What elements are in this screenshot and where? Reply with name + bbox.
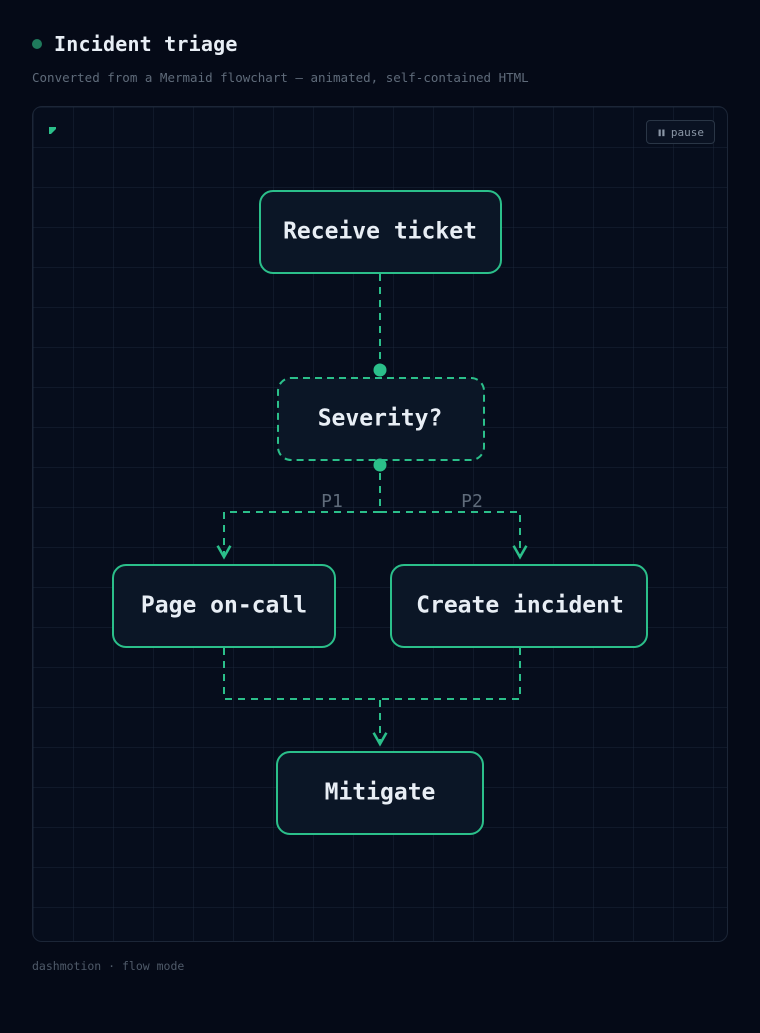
pause-button[interactable]: ❚❚ pause <box>646 120 715 144</box>
diagram-panel: ❚❚ pause P1 P2 Receive ticket Severity? … <box>32 106 728 942</box>
node-label-mitigate: Mitigate <box>325 780 436 806</box>
node-label-create: Create incident <box>416 593 624 619</box>
edge-severity-to-page <box>216 460 381 560</box>
edge-label-p2: P2 <box>461 491 483 512</box>
node-label-receive: Receive ticket <box>283 219 477 245</box>
flowchart: P1 P2 Receive ticket Severity? Page on-c… <box>112 190 648 835</box>
node-severity-decision[interactable]: Severity? <box>277 377 485 461</box>
flow-pulse-dot <box>373 458 387 472</box>
status-dot <box>32 39 42 49</box>
edge-severity-to-create <box>380 511 528 560</box>
node-receive-ticket[interactable]: Receive ticket <box>259 190 502 274</box>
edge-create-to-mitigate <box>380 648 521 700</box>
page-title: Incident triage <box>54 32 238 56</box>
edge-page-to-mitigate <box>223 648 388 747</box>
node-mitigate[interactable]: Mitigate <box>276 751 484 835</box>
header: Incident triage Converted from a Mermaid… <box>32 32 529 85</box>
flow-pulse-dot <box>373 363 387 377</box>
title-row: Incident triage <box>32 32 529 56</box>
node-create-incident[interactable]: Create incident <box>390 564 648 648</box>
node-label-page: Page on-call <box>141 593 307 619</box>
pause-label: pause <box>670 125 704 139</box>
page-subtitle: Converted from a Mermaid flowchart — ani… <box>32 70 529 85</box>
footer-caption: dashmotion · flow mode <box>32 959 185 973</box>
node-label-severity: Severity? <box>318 406 443 432</box>
corner-marker-icon <box>49 127 56 134</box>
node-page-on-call[interactable]: Page on-call <box>112 564 336 648</box>
edge-label-p1: P1 <box>321 491 343 512</box>
pause-icon: ❚❚ <box>657 127 666 137</box>
